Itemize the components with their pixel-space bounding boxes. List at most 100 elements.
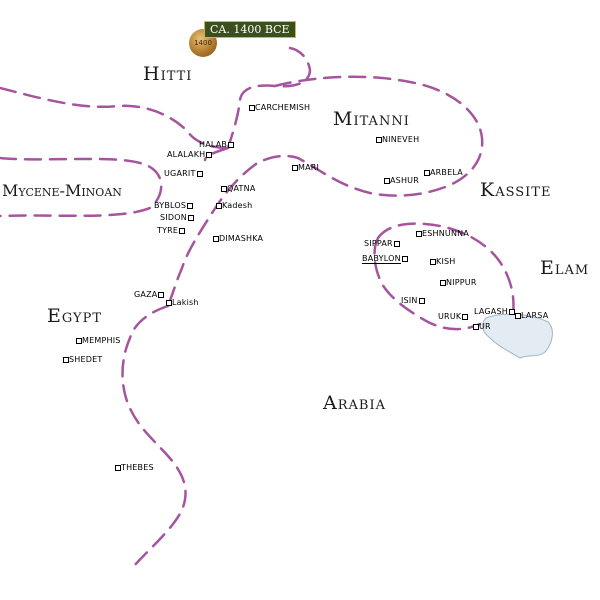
city-label: QATNA (227, 184, 256, 193)
city-marker-icon (115, 464, 121, 471)
city-label: MEMPHIS (82, 336, 121, 345)
city-marker-icon (416, 230, 422, 237)
city-lagash[interactable]: LAGASH (474, 307, 516, 317)
city-dimashka[interactable]: DIMASHKA (213, 234, 263, 244)
city-label: UR (479, 322, 491, 331)
city-label: ALALAKH (167, 150, 206, 159)
region-arabia: Arabia (323, 392, 386, 414)
city-marker-icon (187, 202, 194, 209)
city-kish[interactable]: KISH (430, 257, 456, 267)
city-label: Lakish (172, 298, 199, 307)
city-marker-icon (213, 235, 219, 242)
city-isin[interactable]: ISIN (401, 296, 426, 306)
babylonia-border (373, 222, 515, 331)
city-halab[interactable]: HALAB (199, 140, 235, 150)
city-label: NIPPUR (446, 278, 477, 287)
city-ashur[interactable]: ASHUR (384, 176, 419, 186)
city-label: SIPPAR (364, 239, 393, 248)
city-nippur[interactable]: NIPPUR (440, 278, 477, 288)
mitanni-border (254, 75, 484, 197)
city-marker-icon (216, 202, 222, 209)
city-label: URUK (438, 312, 462, 321)
city-marker-icon (393, 240, 400, 247)
region-mitanni: Mitanni (333, 108, 410, 130)
region-mycene-minoan: Mycene-Minoan (2, 181, 122, 200)
city-marker-icon (196, 170, 203, 177)
city-sidon[interactable]: SIDON (160, 213, 195, 223)
city-label: BABYLON (362, 254, 401, 264)
city-marker-icon (418, 297, 425, 304)
city-marker-icon (424, 169, 430, 176)
city-marker-icon (401, 255, 408, 262)
city-uruk[interactable]: URUK (438, 312, 469, 322)
city-kadesh[interactable]: Kadesh (216, 201, 252, 211)
city-shedet[interactable]: SHEDET (63, 355, 102, 365)
city-marker-icon (187, 214, 194, 221)
city-label: LARSA (521, 311, 549, 320)
city-mari[interactable]: MARI (292, 163, 319, 173)
city-larsa[interactable]: LARSA (515, 311, 548, 321)
city-label: Kadesh (222, 201, 253, 210)
region-elam: Elam (540, 257, 590, 279)
city-byblos[interactable]: BYBLOS (154, 201, 194, 211)
city-label: MARI (298, 163, 320, 172)
city-label: KISH (436, 257, 456, 266)
city-babylon[interactable]: BABYLON (362, 254, 409, 264)
city-arbela[interactable]: ARBELA (424, 168, 463, 178)
city-label: ARBELA (430, 168, 463, 177)
hitti-north-border (0, 86, 230, 150)
city-alalakh[interactable]: ALALAKH (167, 150, 213, 160)
city-label: ASHUR (390, 176, 419, 185)
city-label: ISIN (401, 296, 418, 305)
city-nineveh[interactable]: NINEVEH (376, 135, 419, 145)
levant-frontier (166, 146, 258, 308)
city-marker-icon (430, 258, 436, 265)
city-marker-icon (440, 279, 446, 286)
city-lakish[interactable]: Lakish (166, 298, 199, 308)
city-qatna[interactable]: QATNA (221, 184, 256, 194)
region-egypt: Egypt (47, 305, 103, 327)
city-label: SHEDET (69, 355, 103, 364)
city-label: HALAB (199, 140, 228, 149)
city-marker-icon (166, 299, 172, 306)
persian-gulf-water (482, 313, 553, 359)
city-label: ESHNUNNA (422, 229, 470, 238)
city-ugarit[interactable]: UGARIT (164, 169, 204, 179)
city-label: THEBES (121, 463, 154, 472)
city-ur[interactable]: UR (473, 322, 491, 332)
city-marker-icon (158, 291, 165, 298)
city-marker-icon (249, 104, 255, 111)
coin-label: 1400 (194, 39, 212, 47)
city-label: NINEVEH (382, 135, 420, 144)
city-marker-icon (462, 313, 469, 320)
city-marker-icon (473, 323, 479, 330)
city-eshnunna[interactable]: ESHNUNNA (416, 229, 469, 239)
city-tyre[interactable]: TYRE (157, 226, 186, 236)
city-label: SIDON (160, 213, 187, 222)
city-memphis[interactable]: MEMPHIS (76, 336, 121, 346)
city-marker-icon (376, 136, 382, 143)
city-label: UGARIT (164, 169, 196, 178)
city-marker-icon (292, 164, 298, 171)
city-marker-icon (63, 356, 69, 363)
city-marker-icon (228, 141, 235, 148)
city-label: BYBLOS (154, 201, 187, 210)
city-label: CARCHEMISH (255, 103, 311, 112)
city-carchemish[interactable]: CARCHEMISH (249, 103, 310, 113)
city-marker-icon (508, 308, 515, 315)
date-badge: CA. 1400 BCE (204, 21, 296, 38)
city-thebes[interactable]: THEBES (115, 463, 154, 473)
city-marker-icon (76, 337, 82, 344)
region-kassite: Kassite (480, 179, 552, 201)
city-label: LAGASH (474, 307, 508, 316)
city-gaza[interactable]: GAZA (134, 290, 165, 300)
city-marker-icon (221, 185, 227, 192)
city-marker-icon (206, 151, 213, 158)
hitti-east-border (226, 46, 312, 150)
city-label: GAZA (134, 290, 158, 299)
egypt-border (121, 304, 187, 568)
city-sippar[interactable]: SIPPAR (364, 239, 401, 249)
city-label: DIMASHKA (219, 234, 264, 243)
